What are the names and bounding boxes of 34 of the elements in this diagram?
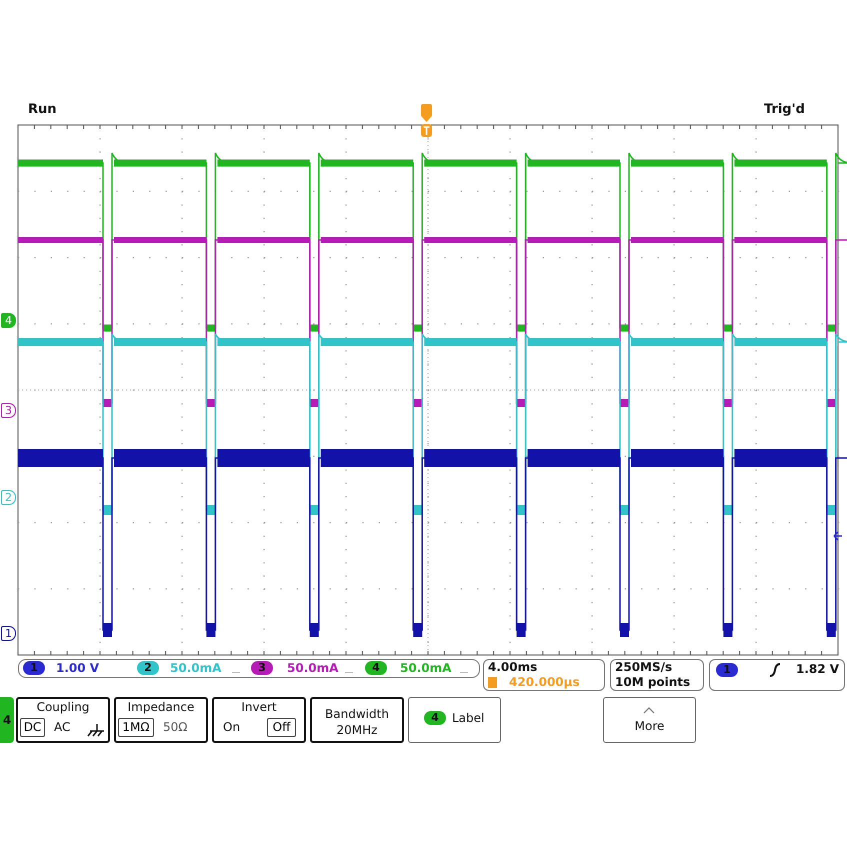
channel-scale: 50.0mA	[400, 660, 452, 677]
menu-option: On	[223, 719, 240, 735]
trigger-offset-value: 420.000µs	[509, 674, 580, 690]
channel-badge: 4	[424, 711, 446, 725]
trigger-level: 1.82 V	[796, 661, 840, 677]
channel-scale: 50.0mA	[170, 660, 222, 677]
selected-option: DC	[20, 718, 45, 737]
trigger-status: Trig'd	[764, 102, 805, 117]
sample-rate: 250MS/s	[615, 659, 672, 675]
channel-scale: 1.00 V	[56, 660, 100, 677]
channel-badge: 4	[365, 661, 387, 675]
channel-marker: 4	[1, 313, 16, 328]
selected-option: 1MΩ	[118, 718, 154, 737]
channel-marker: 2	[1, 490, 16, 505]
menu-option: 50Ω	[163, 719, 188, 735]
menu-title: Impedance	[126, 699, 196, 715]
timebase-value: 4.00ms	[488, 659, 538, 675]
channel-badge: 2	[137, 661, 159, 675]
menu-label: More	[634, 718, 666, 734]
record-length: 10M points	[615, 674, 690, 690]
status-text: Run	[28, 102, 57, 117]
menu-title: Invert	[240, 699, 278, 715]
channel-tab: 4	[0, 697, 14, 743]
channel-badge: 3	[251, 661, 273, 675]
channel-badge: 1	[23, 661, 45, 675]
menu-label: Label	[452, 711, 484, 725]
channel-badge: 1	[716, 663, 738, 677]
menu-option: AC	[54, 719, 70, 735]
channel-scale: 50.0mA	[287, 660, 338, 677]
selected-option: Off	[267, 718, 296, 737]
channel-marker: 1	[1, 626, 16, 641]
menu-button: Bandwidth 20MHz	[310, 697, 404, 743]
channel-marker: 3	[1, 403, 16, 418]
menu-title: Coupling	[36, 699, 90, 715]
